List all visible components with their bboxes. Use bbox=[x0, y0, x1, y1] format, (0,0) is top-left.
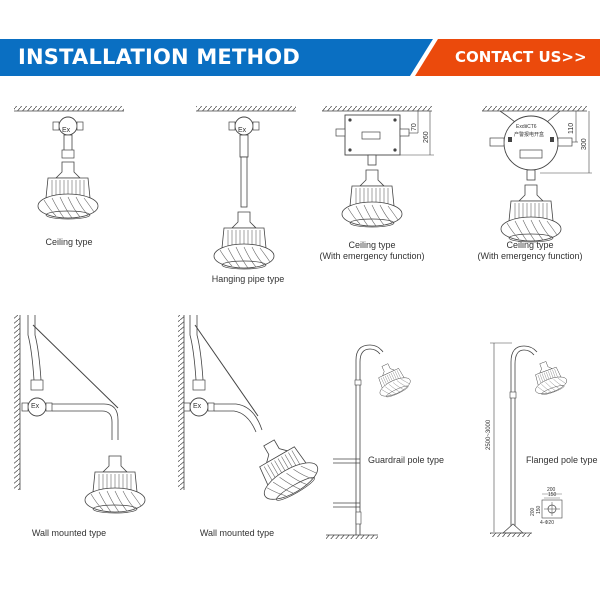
dim-70: 70 bbox=[411, 123, 418, 131]
diagram-guardrail-pole bbox=[326, 344, 414, 539]
header-banner: INSTALLATION METHOD CONTACT US>> bbox=[0, 39, 600, 76]
flange-dim-150-v: 150 bbox=[536, 505, 542, 514]
banner-background bbox=[0, 39, 600, 76]
diagram-ceiling-type bbox=[14, 106, 124, 220]
junction-label-wall-a: Ex bbox=[31, 403, 40, 410]
box-label-2: 产警报电开盒 bbox=[514, 132, 545, 138]
section-title: INSTALLATION METHOD bbox=[18, 45, 300, 69]
contact-us-button[interactable]: CONTACT US>> bbox=[455, 48, 587, 66]
dim-260: 260 bbox=[423, 131, 430, 143]
box-label-1: ExdⅡCT6 bbox=[516, 124, 537, 130]
flange-dim-150: 150 bbox=[548, 492, 557, 498]
caption-flanged-pole: Flanged pole type bbox=[526, 455, 598, 465]
diagram-wall-mounted-b bbox=[178, 315, 324, 508]
diagram-ceiling-emergency-a bbox=[322, 106, 434, 228]
flange-dim-200: 200 bbox=[547, 487, 556, 493]
diagram-ceiling-emergency-b bbox=[482, 106, 592, 243]
diagram-wall-mounted-a bbox=[14, 315, 146, 514]
caption-hanging-pipe-type: Hanging pipe type bbox=[211, 274, 285, 284]
junction-label-wall-b: Ex bbox=[193, 403, 202, 410]
dim-110: 110 bbox=[568, 122, 575, 134]
caption-ceiling-type: Ceiling type bbox=[45, 237, 93, 247]
dim-300: 300 bbox=[581, 138, 588, 150]
diagram-hanging-pipe-type bbox=[196, 106, 296, 270]
caption-ceiling-emergency-b: Ceiling type (With emergency function) bbox=[477, 240, 583, 261]
diagram-flanged-pole bbox=[490, 342, 570, 537]
junction-label-ceiling: Ex bbox=[62, 127, 71, 134]
caption-ceiling-emergency-a: Ceiling type (With emergency function) bbox=[319, 240, 425, 261]
flange-dim-holes: 4-Φ20 bbox=[540, 520, 554, 526]
junction-label-hanging: Ex bbox=[238, 127, 247, 134]
caption-guardrail-pole: Guardrail pole type bbox=[368, 455, 445, 465]
caption-wall-mounted-b: Wall mounted type bbox=[199, 528, 275, 538]
caption-wall-mounted-a: Wall mounted type bbox=[31, 528, 107, 538]
dim-pole-height: 2500~3000 bbox=[486, 419, 492, 450]
